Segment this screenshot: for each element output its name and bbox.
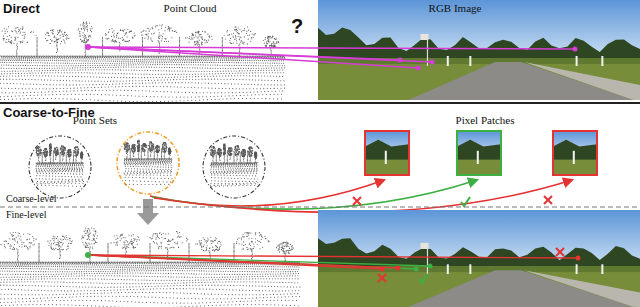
point-cloud: [183, 100, 184, 101]
point-cloud: [168, 101, 169, 102]
point-cloud: [129, 101, 130, 102]
point-cloud: [152, 101, 153, 102]
point-cloud: [117, 100, 118, 101]
point-cloud: [187, 100, 188, 101]
point-cloud: [156, 101, 157, 102]
point-cloud: [160, 101, 161, 102]
point-cloud: [180, 100, 181, 101]
point-cloud: [125, 101, 126, 102]
point-cloud: [105, 100, 106, 101]
point-cloud: [113, 100, 114, 101]
point-cloud: [133, 101, 134, 102]
point-cloud: [176, 100, 177, 101]
point-cloud: [148, 101, 149, 102]
point-cloud: [137, 101, 138, 102]
point-cloud: [164, 101, 165, 102]
point-cloud: [141, 101, 142, 102]
point-cloud: [172, 101, 173, 102]
point-cloud: [121, 101, 122, 102]
point-cloud: [144, 101, 145, 102]
point-cloud: [109, 100, 110, 101]
